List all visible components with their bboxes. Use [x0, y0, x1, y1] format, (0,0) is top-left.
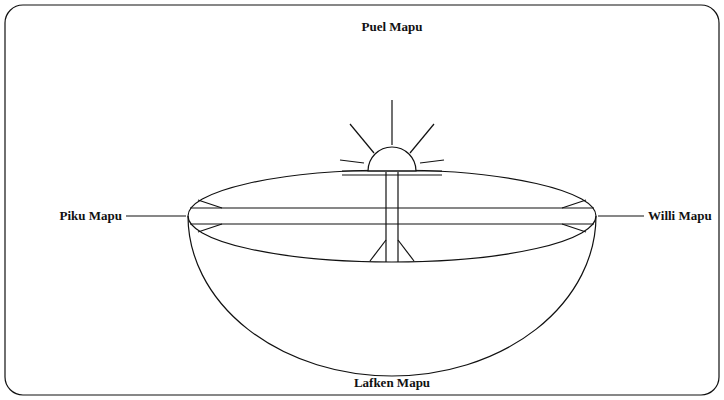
region-label: Willi Mapu: [648, 208, 712, 224]
frame: [5, 5, 719, 395]
region-label: Puel Mapu: [361, 19, 422, 35]
region-label: Lafken Mapu: [354, 375, 430, 391]
leader-line: [598, 215, 644, 216]
bowl: [188, 216, 596, 376]
bowl-rim: [188, 170, 596, 262]
sun-dome: [368, 147, 416, 171]
leader-line: [126, 215, 186, 216]
region-label: Piku Mapu: [60, 208, 123, 224]
